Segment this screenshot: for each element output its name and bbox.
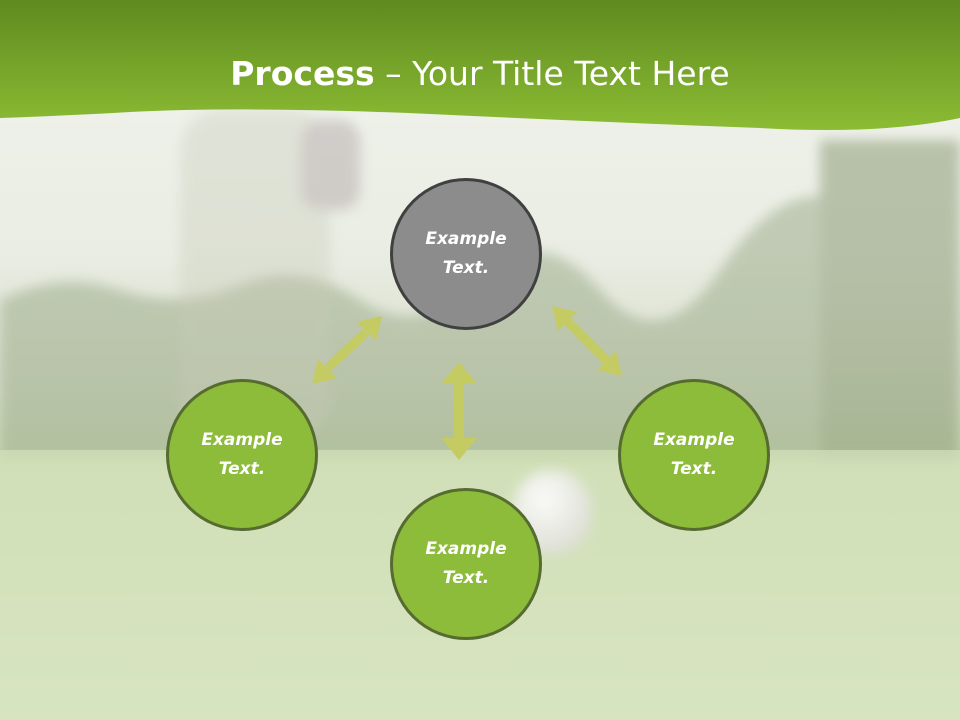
title-bold: Process: [230, 54, 375, 93]
arrow-top-left: [312, 316, 382, 384]
title-rest: – Your Title Text Here: [374, 54, 730, 93]
process-node-left: Example Text.: [166, 379, 318, 531]
arrow-top-right: [552, 306, 622, 376]
process-node-top: Example Text.: [390, 178, 542, 330]
title-banner: [0, 0, 960, 131]
process-node-right: Example Text.: [618, 379, 770, 531]
process-node-bottom: Example Text.: [390, 488, 542, 640]
slide-title: Process – Your Title Text Here: [0, 52, 960, 96]
arrow-vertical: [441, 362, 477, 460]
